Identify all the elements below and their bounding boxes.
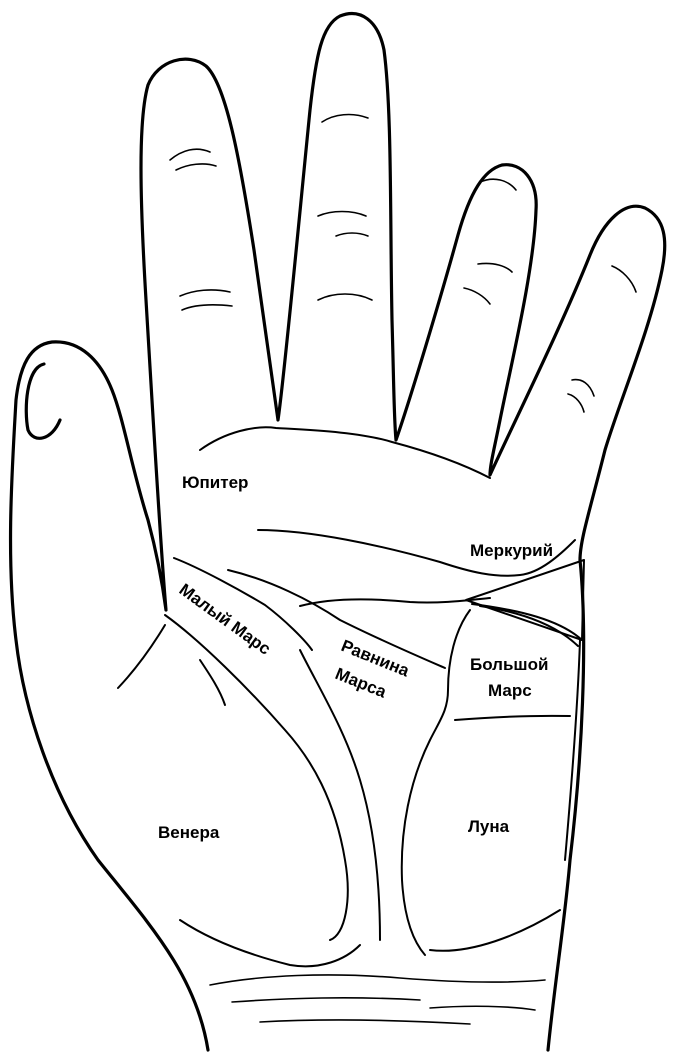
label-lesser-mars: Малый Марс <box>176 580 275 659</box>
life-line <box>165 615 348 940</box>
hand-outline <box>11 14 665 1050</box>
label-greater-mars-line2: Марс <box>488 681 532 700</box>
finger-base-line <box>200 427 490 478</box>
label-venus: Венера <box>158 823 220 842</box>
label-moon: Луна <box>468 817 510 836</box>
label-mercury: Меркурий <box>470 541 553 560</box>
label-greater-mars-line1: Большой <box>470 655 548 674</box>
thumb-nail <box>26 364 60 438</box>
label-jupiter: Юпитер <box>182 473 248 492</box>
wrist-creases <box>210 975 545 1024</box>
